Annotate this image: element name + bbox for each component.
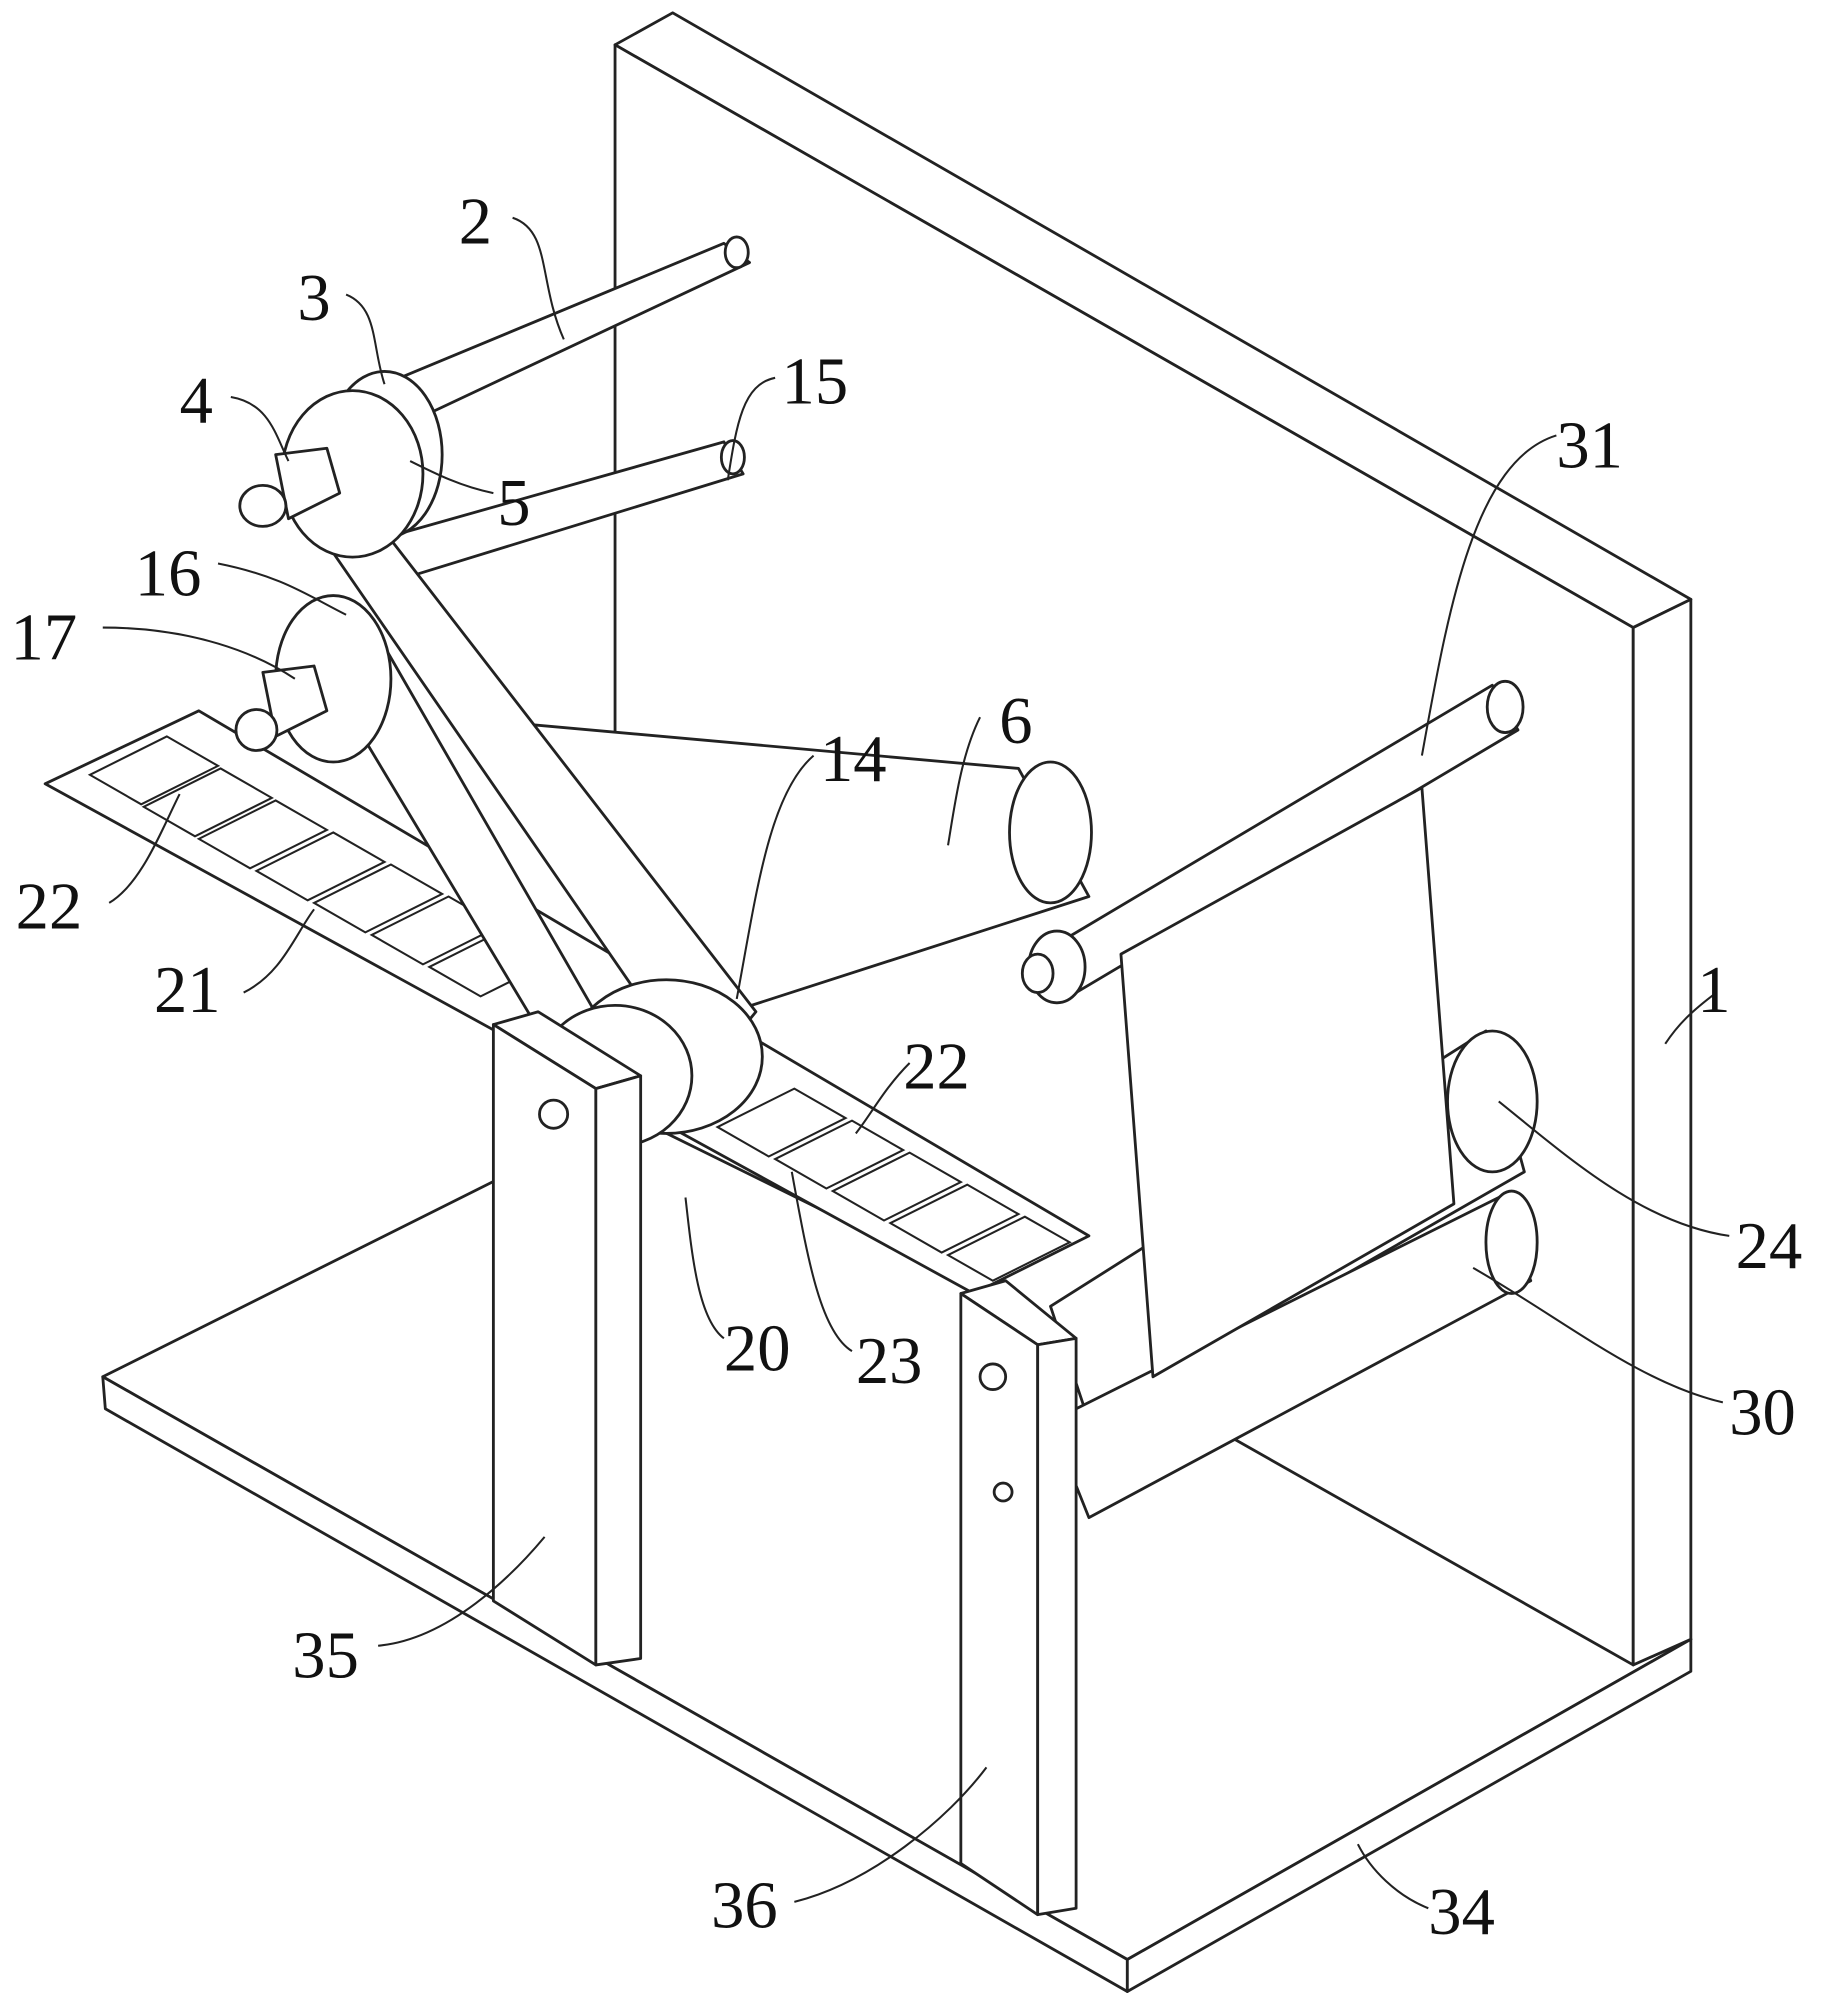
label-22-right: 22 <box>903 1031 970 1104</box>
label-4: 4 <box>180 365 213 438</box>
label-1: 1 <box>1697 954 1730 1027</box>
label-35: 35 <box>292 1620 359 1693</box>
label-6: 6 <box>999 685 1032 758</box>
label-14: 14 <box>820 723 887 796</box>
label-2: 2 <box>459 185 492 258</box>
label-30: 30 <box>1729 1376 1796 1449</box>
label-15: 15 <box>782 345 849 418</box>
label-5: 5 <box>497 467 530 540</box>
label-17: 17 <box>11 602 78 675</box>
upright-35 <box>493 1012 640 1665</box>
label-24: 24 <box>1736 1210 1803 1283</box>
label-23: 23 <box>856 1325 923 1398</box>
label-3: 3 <box>297 262 330 335</box>
label-36: 36 <box>711 1869 778 1942</box>
label-22-left: 22 <box>16 871 83 944</box>
label-34: 34 <box>1428 1876 1495 1949</box>
label-20: 20 <box>724 1312 791 1385</box>
upright-36 <box>961 1281 1076 1915</box>
label-31: 31 <box>1556 409 1623 482</box>
label-16: 16 <box>135 538 202 611</box>
label-21: 21 <box>154 954 221 1027</box>
